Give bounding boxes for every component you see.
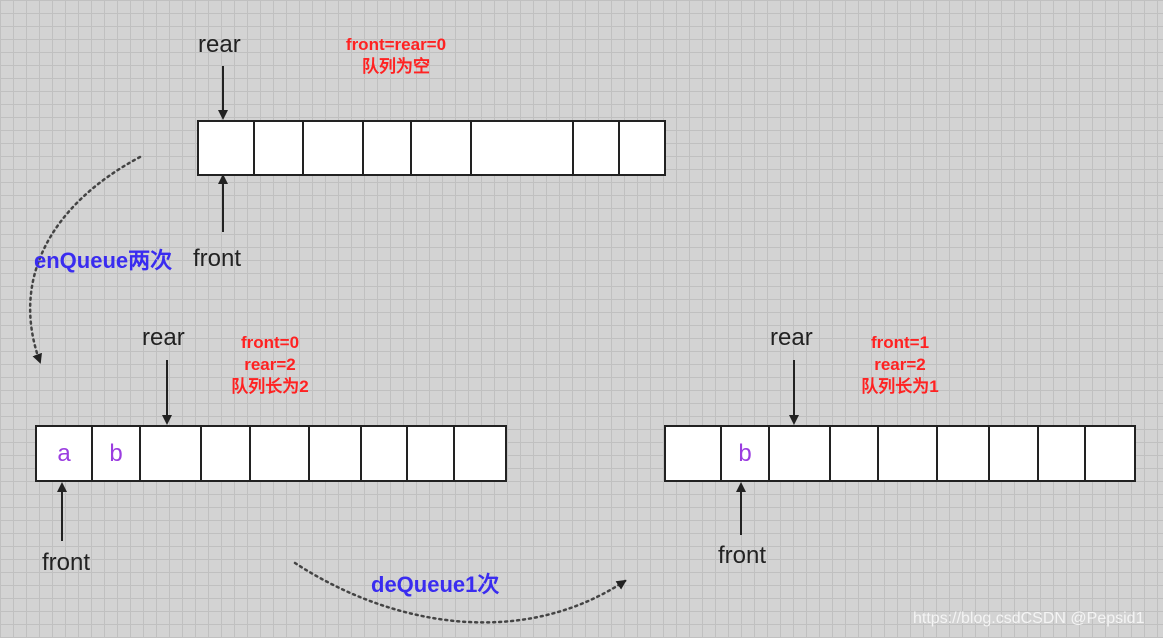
dequeue-label: deQueue1次: [371, 572, 500, 597]
top-queue-cell: [412, 122, 472, 174]
left-queue-cell: [362, 427, 408, 480]
right-queue-cell: [831, 427, 879, 480]
left-note: front=0 rear=2 队列长为2: [210, 332, 330, 398]
right-rear-label: rear: [770, 324, 813, 351]
right-note-line1: front=1: [870, 333, 930, 352]
top-queue-cell: [364, 122, 412, 174]
right-queue-cell: [990, 427, 1039, 480]
left-note-line1: front=0: [240, 333, 300, 352]
top-queue-cell: [304, 122, 364, 174]
right-queue-cell: [1086, 427, 1134, 480]
top-queue-cell: [255, 122, 304, 174]
top-queue-cell: [199, 122, 255, 174]
left-note-line2: rear=2: [244, 355, 296, 374]
right-queue-cell: [879, 427, 938, 480]
left-queue-cell: [202, 427, 251, 480]
top-queue-cell: [574, 122, 620, 174]
left-queue: a b: [35, 425, 507, 482]
top-note: front=rear=0 队列为空: [330, 34, 462, 78]
top-note-line2: 队列为空: [362, 57, 430, 76]
top-queue: [197, 120, 666, 176]
top-note-line1: front=rear=0: [345, 35, 447, 54]
enqueue-curve: [28, 155, 142, 364]
watermark: https://blog.csdCSDN @Pepsid1: [913, 610, 1145, 627]
left-queue-cell: [141, 427, 202, 480]
left-queue-cell: [455, 427, 505, 480]
top-rear-label: rear: [198, 31, 241, 58]
right-queue: b: [664, 425, 1136, 482]
right-note-line2: rear=2: [874, 355, 926, 374]
left-queue-cell: a: [37, 427, 93, 480]
right-queue-cell: [1039, 427, 1086, 480]
right-note: front=1 rear=2 队列长为1: [840, 332, 960, 398]
left-queue-cell: [310, 427, 362, 480]
top-front-label: front: [193, 245, 242, 272]
enqueue-label: enQueue两次: [34, 248, 173, 273]
left-note-line3: 队列长为2: [231, 377, 309, 396]
right-queue-cell: [770, 427, 831, 480]
left-queue-cell: [408, 427, 455, 480]
right-front-label: front: [718, 542, 767, 569]
right-queue-cell: [938, 427, 990, 480]
left-rear-label: rear: [142, 324, 185, 351]
top-queue-cell: [620, 122, 664, 174]
dequeue-curve: [293, 561, 627, 624]
left-queue-cell: [251, 427, 310, 480]
top-queue-cell: [472, 122, 574, 174]
right-queue-cell: b: [722, 427, 770, 480]
right-note-line3: 队列长为1: [861, 377, 939, 396]
left-queue-cell: b: [93, 427, 141, 480]
left-front-label: front: [42, 549, 91, 576]
right-queue-cell: [666, 427, 722, 480]
